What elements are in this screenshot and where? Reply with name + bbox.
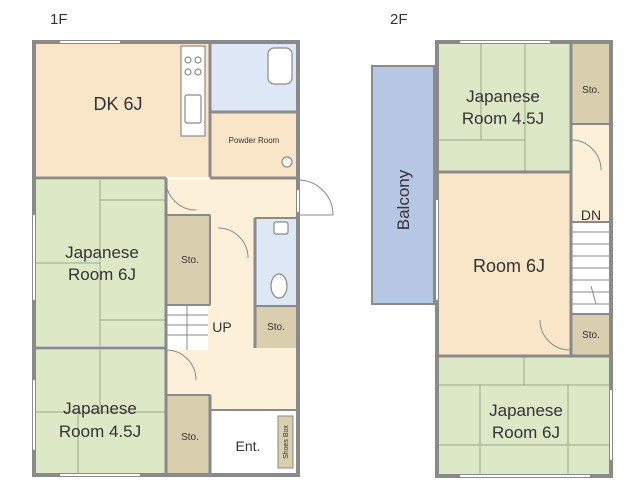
sto-1f-lower-label: Sto.	[181, 432, 199, 443]
sto-1f-up-label: Sto.	[267, 322, 285, 333]
entrance-label: Ent.	[236, 438, 261, 454]
jroom6-2f-label-1: Japanese	[489, 401, 563, 420]
dn-label: DN	[581, 207, 601, 223]
room-6j-2f	[437, 172, 571, 356]
kitchen-fixtures	[180, 45, 293, 299]
tatami-lines-2f	[437, 42, 611, 476]
floor1-heading: 1F	[50, 11, 68, 28]
up-label: UP	[212, 319, 231, 335]
windows-2f	[436, 41, 612, 477]
floor2-heading: 2F	[390, 11, 408, 28]
stair-treads-2f	[571, 231, 611, 305]
storage-2f-top	[571, 42, 611, 124]
japanese-room-45j-2f	[437, 42, 571, 172]
dk-label: DK 6J	[93, 94, 142, 114]
doors-2f	[539, 139, 602, 351]
tatami-lines-1f	[34, 180, 166, 475]
jroom45-1f-label-2: Room 4.5J	[59, 422, 141, 441]
storage-1f-upper-b	[166, 215, 210, 305]
jroom6-2f-label-2: Room 6J	[492, 423, 560, 442]
shoes-box-label: Shoes Box	[283, 425, 290, 459]
jroom6-1f-label-1: Japanese	[65, 243, 139, 262]
storage-2f-mid	[571, 314, 611, 356]
sto-2f-top-label: Sto.	[582, 85, 600, 96]
storage-1f-up	[255, 306, 298, 348]
balcony	[371, 65, 435, 305]
doors-1f	[165, 179, 334, 381]
powder-room-label: Powder Room	[229, 136, 280, 145]
jroom45-2f-label-2: Room 4.5J	[462, 109, 544, 128]
jroom45-1f-label-1: Japanese	[63, 399, 137, 418]
floor2-rooms	[437, 42, 611, 476]
storage-1f-lower	[166, 395, 210, 475]
room6-2f-label: Room 6J	[473, 256, 545, 276]
jroom45-2f-label-1: Japanese	[466, 87, 540, 106]
sto-1f-upper-label: Sto.	[181, 255, 199, 266]
stair-treads-1f	[166, 305, 208, 350]
windows-1f	[33, 41, 299, 476]
shoes-box	[277, 415, 294, 469]
jroom6-1f-label-2: Room 6J	[68, 265, 136, 284]
sto-2f-mid-label: Sto.	[582, 330, 600, 341]
balcony-label: Balcony	[394, 169, 413, 230]
